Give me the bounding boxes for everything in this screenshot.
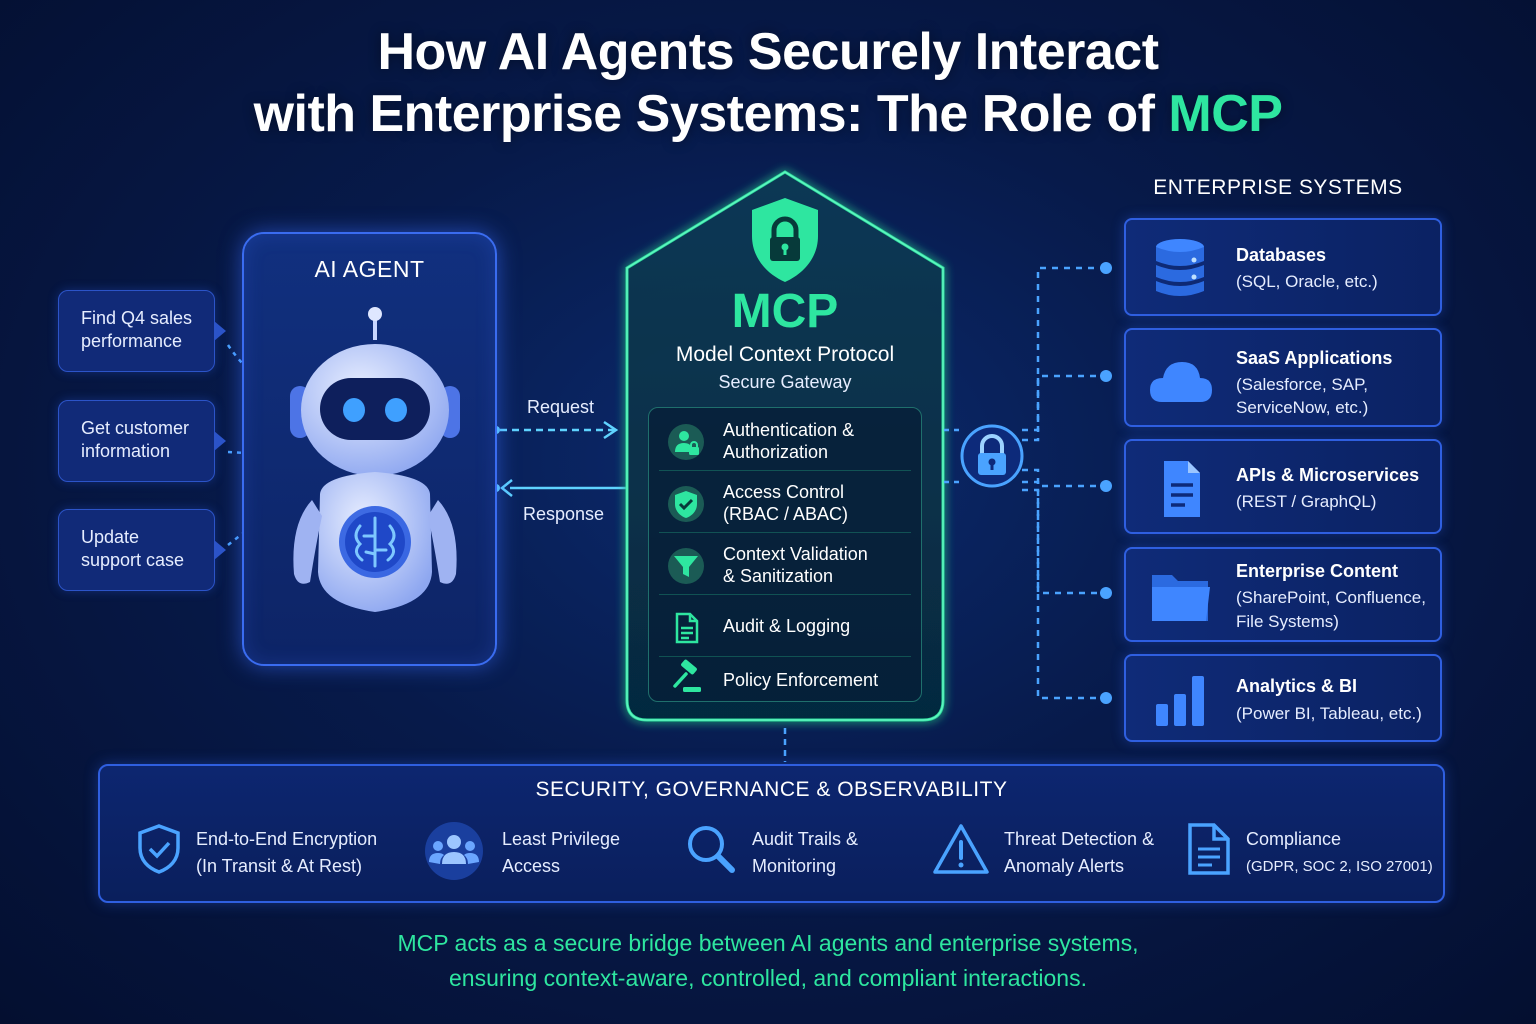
security-item-line: Least Privilege bbox=[502, 829, 621, 849]
query-find-q4-sales: Find Q4 sales performance bbox=[58, 290, 226, 372]
feature-text: Context Validation bbox=[723, 544, 868, 564]
security-item-threat-detection: Threat Detection & Anomaly Alerts bbox=[932, 822, 1172, 882]
feature-text: Authentication & bbox=[723, 420, 855, 440]
warning-icon bbox=[933, 824, 989, 874]
cloud-icon bbox=[1150, 362, 1212, 402]
compliance-document-icon bbox=[1188, 823, 1230, 875]
security-item-line: Audit Trails & bbox=[752, 829, 859, 849]
footer-line1: MCP acts as a secure bridge between AI a… bbox=[397, 930, 1139, 956]
feature-authentication: Authentication & Authorization bbox=[659, 409, 911, 471]
padlock-icon bbox=[960, 424, 1024, 488]
security-item-line: Anomaly Alerts bbox=[1004, 856, 1125, 876]
feature-text: Audit & Logging bbox=[723, 616, 851, 636]
system-desc: ServiceNow, etc.) bbox=[1236, 398, 1369, 417]
request-label: Request bbox=[527, 397, 595, 417]
mcp-subtitle-gateway: Secure Gateway bbox=[718, 372, 852, 392]
security-item-least-privilege: Least Privilege Access bbox=[422, 822, 652, 882]
system-saas-applications: SaaS Applications (Salesforce, SAP, Serv… bbox=[1124, 328, 1442, 427]
user-lock-icon bbox=[668, 424, 704, 460]
page-title-line1: How AI Agents Securely Interact bbox=[377, 23, 1159, 81]
shield-check-icon bbox=[668, 486, 704, 522]
footer-line2: ensuring context-aware, controlled, and … bbox=[449, 965, 1087, 991]
security-item-compliance: Compliance (GDPR, SOC 2, ISO 27001) bbox=[1186, 822, 1436, 882]
system-name: Enterprise Content bbox=[1236, 561, 1399, 581]
query-text: support case bbox=[81, 550, 185, 570]
security-item-line: (GDPR, SOC 2, ISO 27001) bbox=[1246, 858, 1433, 875]
security-item-text: End-to-End Encryption (In Transit & At R… bbox=[196, 826, 377, 880]
feature-text: (RBAC / ABAC) bbox=[723, 504, 849, 524]
security-item-text: Compliance (GDPR, SOC 2, ISO 27001) bbox=[1246, 826, 1433, 880]
security-item-line: (In Transit & At Rest) bbox=[196, 856, 363, 876]
security-item-text: Audit Trails & Monitoring bbox=[752, 826, 858, 880]
mcp-shield-lock-icon bbox=[752, 198, 818, 282]
system-enterprise-content: Enterprise Content (SharePoint, Confluen… bbox=[1124, 547, 1442, 642]
system-desc: (REST / GraphQL) bbox=[1236, 492, 1377, 511]
robot-icon bbox=[290, 307, 460, 612]
system-desc: (SQL, Oracle, etc.) bbox=[1236, 272, 1378, 291]
bar-chart-icon bbox=[1156, 676, 1204, 726]
system-desc: (SharePoint, Confluence, bbox=[1236, 588, 1426, 607]
query-text: performance bbox=[81, 331, 183, 351]
feature-context-validation: Context Validation & Sanitization bbox=[659, 533, 911, 595]
feature-text: & Sanitization bbox=[723, 566, 834, 586]
funnel-icon bbox=[668, 548, 704, 584]
enterprise-systems-header: ENTERPRISE SYSTEMS bbox=[1153, 176, 1403, 199]
system-analytics-bi: Analytics & BI (Power BI, Tableau, etc.) bbox=[1124, 654, 1442, 742]
page-title-accent: MCP bbox=[1168, 85, 1283, 143]
api-document-icon bbox=[1164, 461, 1200, 517]
shield-check-icon bbox=[138, 824, 180, 874]
security-item-text: Threat Detection & Anomaly Alerts bbox=[1004, 826, 1154, 880]
magnifier-icon bbox=[688, 826, 735, 873]
page-title-line2: with Enterprise Systems: The Role of MCP bbox=[0, 84, 1536, 144]
query-get-customer-info: Get customer information bbox=[58, 400, 226, 482]
mcp-subtitle: Model Context Protocol bbox=[675, 343, 895, 366]
mcp-name: MCP bbox=[731, 285, 839, 338]
system-desc: (Salesforce, SAP, bbox=[1236, 375, 1368, 394]
document-icon bbox=[675, 612, 699, 644]
system-databases: Databases (SQL, Oracle, etc.) bbox=[1124, 218, 1442, 316]
page-title-prefix: with Enterprise Systems: The Role of bbox=[253, 85, 1169, 143]
security-item-line: Threat Detection & bbox=[1004, 829, 1155, 849]
security-title: SECURITY, GOVERNANCE & OBSERVABILITY bbox=[535, 778, 1008, 801]
security-item-audit-trails: Audit Trails & Monitoring bbox=[684, 822, 904, 882]
query-update-support-case: Update support case bbox=[58, 509, 226, 591]
security-governance-bar: SECURITY, GOVERNANCE & OBSERVABILITY End… bbox=[98, 764, 1445, 903]
feature-text: Access Control bbox=[723, 482, 845, 502]
system-name: Analytics & BI bbox=[1236, 676, 1358, 696]
feature-text: Policy Enforcement bbox=[723, 670, 879, 690]
query-text: information bbox=[81, 441, 171, 461]
ai-agent-panel: AI AGENT bbox=[242, 232, 497, 666]
query-text: Get customer bbox=[81, 418, 190, 438]
database-icon bbox=[1156, 239, 1204, 296]
security-item-line: Monitoring bbox=[752, 856, 837, 876]
system-desc: (Power BI, Tableau, etc.) bbox=[1236, 704, 1422, 723]
security-item-line: Access bbox=[502, 856, 561, 876]
security-item-line: Compliance bbox=[1246, 829, 1342, 849]
users-icon bbox=[425, 822, 483, 880]
security-item-encryption: End-to-End Encryption (In Transit & At R… bbox=[132, 822, 402, 882]
ai-agent-title: AI AGENT bbox=[314, 256, 425, 282]
mcp-features-panel: Authentication & Authorization Access Co… bbox=[648, 407, 922, 702]
query-text: Find Q4 sales bbox=[81, 308, 193, 328]
feature-text: Authorization bbox=[723, 442, 829, 462]
security-item-text: Least Privilege Access bbox=[502, 826, 620, 880]
feature-audit-logging: Audit & Logging bbox=[659, 595, 911, 657]
system-desc: File Systems) bbox=[1236, 612, 1339, 631]
system-name: SaaS Applications bbox=[1236, 348, 1393, 368]
feature-access-control: Access Control (RBAC / ABAC) bbox=[659, 471, 911, 533]
system-name: Databases bbox=[1236, 245, 1327, 265]
system-name: APIs & Microservices bbox=[1236, 465, 1420, 485]
folder-icon bbox=[1152, 575, 1210, 621]
response-label: Response bbox=[523, 504, 605, 524]
feature-policy-enforcement: Policy Enforcement bbox=[659, 657, 911, 701]
security-item-line: End-to-End Encryption bbox=[196, 829, 378, 849]
gavel-icon bbox=[673, 659, 701, 692]
system-apis-microservices: APIs & Microservices (REST / GraphQL) bbox=[1124, 439, 1442, 534]
query-text: Update bbox=[81, 527, 140, 547]
